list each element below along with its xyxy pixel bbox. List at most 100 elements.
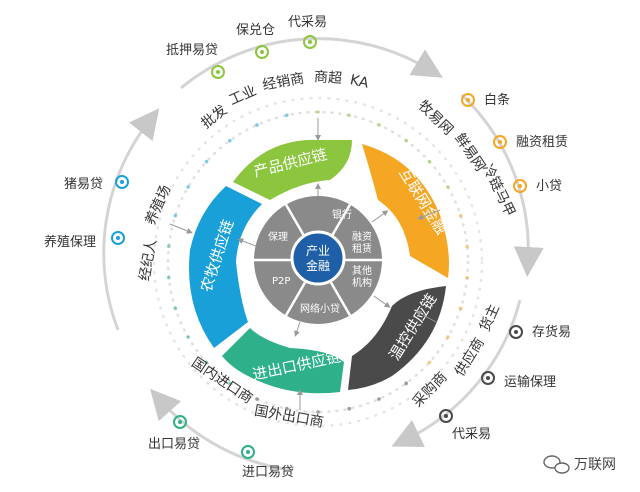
ring-dot <box>377 397 381 401</box>
outer-item: 进口易贷 <box>241 445 294 480</box>
hub-divider <box>284 203 307 239</box>
ring-dot <box>167 275 171 280</box>
outer-label: 代采易 <box>452 427 491 442</box>
segment-agriculture-supply-chain <box>189 186 262 348</box>
hub-item-other-2: 机构 <box>352 276 372 289</box>
outer-label: 养殖保理 <box>44 234 96 250</box>
outer-label: 白条 <box>484 92 510 108</box>
ring-dot <box>316 410 320 414</box>
hub-item-leasing-2: 租赁 <box>352 242 372 255</box>
outer-label: 进口易贷 <box>242 465 294 480</box>
outer-item: 抵押易贷 <box>166 43 225 79</box>
ring-dot <box>377 123 381 127</box>
outer-item: 出口易贷 <box>148 415 200 452</box>
ring-dot <box>204 159 209 164</box>
ring-dot <box>347 406 351 411</box>
outer-item: 保兑仓 <box>236 23 275 59</box>
target-icon <box>211 65 225 79</box>
target-icon <box>255 45 269 59</box>
target-icon <box>461 93 475 107</box>
hub-item-other: 其他 <box>352 264 372 277</box>
target-icon <box>509 325 523 339</box>
hub-item-factoring: 保理 <box>268 230 288 243</box>
target-icon <box>241 445 255 459</box>
outer-label: 运输保理 <box>504 374 556 390</box>
ring-dot <box>204 360 209 365</box>
ring-dot <box>167 244 171 249</box>
mid-label: 工业 <box>227 83 259 109</box>
mid-label: 货主 <box>476 302 503 334</box>
target-icon <box>303 35 317 49</box>
target-icon <box>111 231 125 245</box>
mid-label: 牧易网 <box>415 98 456 139</box>
outer-products: 抵押易贷 保兑仓 代采易 白条 融资租赁 小贷 <box>44 15 571 480</box>
ring-dot <box>446 335 450 339</box>
ring-dot <box>228 381 232 386</box>
ring-dot <box>255 397 259 401</box>
ring-dot <box>255 123 259 127</box>
ring-dot <box>316 110 320 114</box>
outer-item: 运输保理 <box>481 371 556 390</box>
center-label-2: 金融 <box>306 258 330 273</box>
segment-internet-finance <box>362 144 449 278</box>
outer-item: 代采易 <box>439 409 491 442</box>
ring-dots <box>167 110 469 414</box>
mid-label: 养殖场 <box>142 182 175 227</box>
outer-label: 融资租赁 <box>516 135 568 150</box>
outer-label: 保兑仓 <box>236 23 275 38</box>
ring-dot <box>347 113 351 118</box>
watermark: 万联网 <box>543 455 616 474</box>
ring-dot <box>465 275 469 280</box>
hub-item-bank: 银行 <box>332 208 352 221</box>
hub-item-online-lending: 网络小贷 <box>300 302 340 315</box>
center-circle <box>290 230 346 286</box>
outer-label: 抵押易贷 <box>166 43 218 58</box>
ring-dot <box>186 185 190 189</box>
hub-ring: 银行 融资 租赁 其他 机构 网络小贷 P2P 保理 产业 金融 <box>254 196 382 324</box>
wechat-icon <box>543 455 570 474</box>
ring-dot <box>285 406 289 411</box>
center-label-1: 产业 <box>306 244 330 258</box>
mid-label: 经销商 <box>261 71 305 94</box>
ring-dot <box>446 185 450 189</box>
watermark-text: 万联网 <box>574 457 616 473</box>
ring-dot <box>427 159 432 164</box>
ring-dot <box>186 335 190 339</box>
outer-item: 存货易 <box>509 324 571 340</box>
ring-dot <box>427 360 432 365</box>
mid-label: 经纪人 <box>137 238 160 282</box>
mid-label: KA <box>349 72 371 92</box>
outer-item: 猪易贷 <box>64 175 129 192</box>
outer-label: 代采易 <box>288 15 327 30</box>
hub-divider <box>329 203 352 239</box>
ring-dot <box>173 306 178 311</box>
target-icon <box>481 371 495 385</box>
hub-item-leasing: 融资 <box>352 231 372 243</box>
hub-connectors <box>169 118 441 410</box>
target-icon <box>115 175 129 189</box>
outer-label: 小贷 <box>536 179 562 194</box>
ring-dot <box>458 213 463 218</box>
ring-dot <box>404 138 408 143</box>
ring-dot <box>285 113 289 118</box>
outer-item: 小贷 <box>513 179 562 194</box>
hub-divider <box>284 281 307 317</box>
ring-dot <box>228 138 232 143</box>
ring-dot <box>173 213 178 218</box>
target-icon <box>173 415 187 429</box>
outer-item: 养殖保理 <box>44 231 125 250</box>
ring-dot <box>458 306 463 311</box>
dotted-rings <box>152 96 484 428</box>
ring-dot <box>404 381 408 386</box>
outer-label: 猪易贷 <box>64 177 103 192</box>
outer-item: 白条 <box>461 92 510 108</box>
outer-label: 出口易贷 <box>148 437 200 452</box>
hub-item-p2p: P2P <box>272 276 290 287</box>
target-icon <box>513 179 527 193</box>
target-icon <box>439 409 453 423</box>
hub-divider <box>329 281 352 317</box>
outer-item: 融资租赁 <box>493 135 568 150</box>
segment-product-supply-chain <box>233 139 352 200</box>
mid-label: 商超 <box>313 69 342 87</box>
